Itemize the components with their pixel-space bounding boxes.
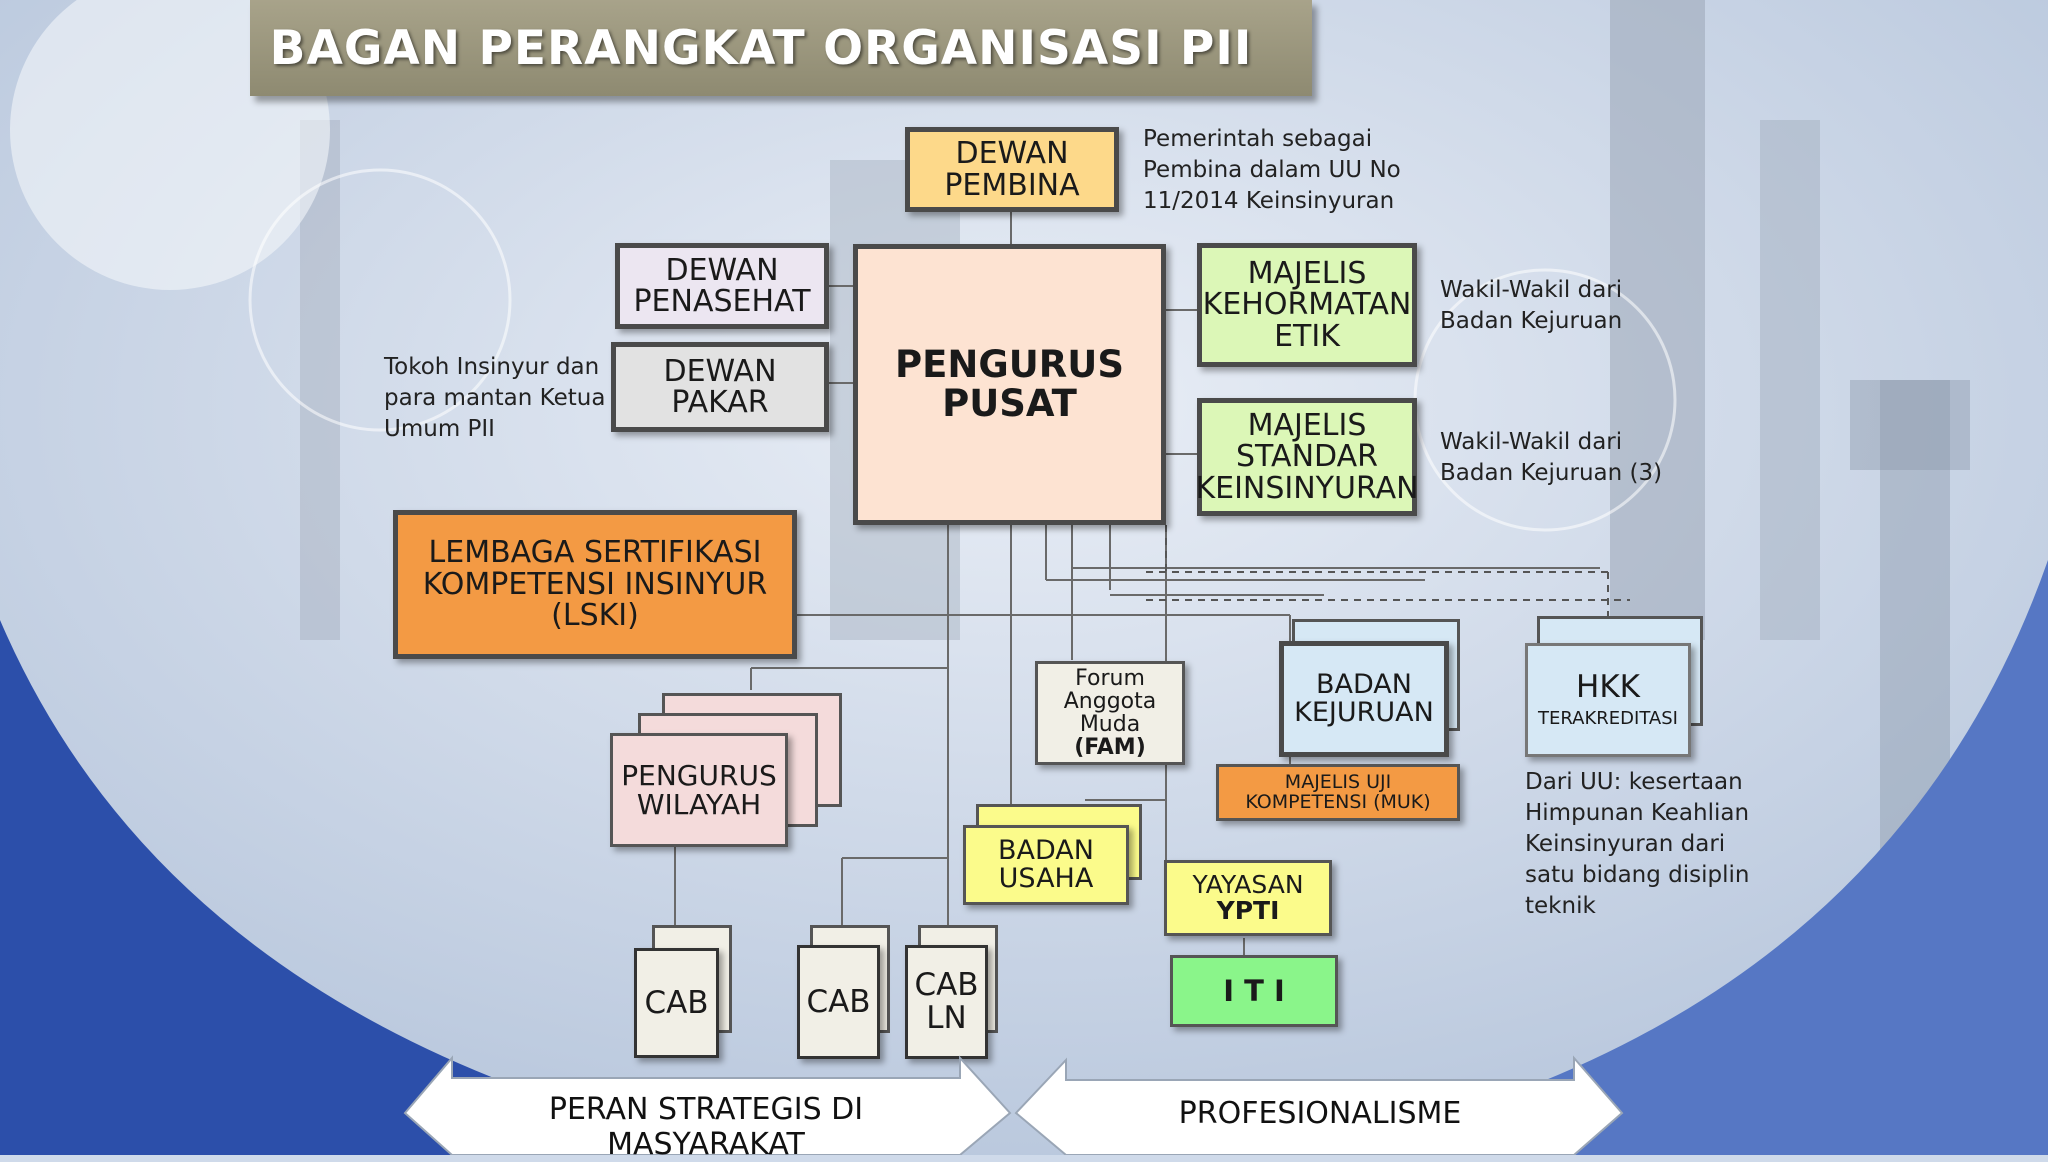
fam-line1: Forum	[1075, 665, 1145, 691]
note-tokoh-line2: para mantan Ketua	[384, 385, 606, 411]
cab1-box: CAB	[634, 948, 719, 1058]
note-pembina: Pemerintah sebagai Pembina dalam UU No 1…	[1143, 124, 1401, 217]
cab1-label: CAB	[644, 984, 709, 1021]
note-hkk-line4: satu bidang disiplin	[1525, 862, 1750, 888]
badan-kejuruan-line2: KEJURUAN	[1294, 697, 1434, 728]
majelis-standar-line1: MAJELIS	[1247, 407, 1367, 443]
dewan-penasehat-box: DEWAN PENASEHAT	[615, 243, 829, 329]
pengurus-pusat-line2: PUSAT	[942, 381, 1077, 425]
badan-kejuruan-line1: BADAN	[1316, 668, 1412, 700]
badan-usaha-line1: BADAN	[998, 834, 1094, 866]
cab-ln-line2: LN	[926, 1000, 967, 1036]
pengurus-wilayah-line2: WILAYAH	[636, 788, 762, 821]
majelis-kehormatan-box: MAJELIS KEHORMATAN ETIK	[1197, 243, 1417, 367]
note-pembina-line1: Pemerintah sebagai	[1143, 126, 1373, 152]
dewan-pakar-line2: PAKAR	[671, 385, 769, 420]
note-standar-line1: Wakil-Wakil dari	[1440, 429, 1623, 455]
note-standar-line2: Badan Kejuruan (3)	[1440, 460, 1663, 486]
note-tokoh-line1: Tokoh Insinyur dan	[384, 354, 600, 380]
majelis-standar-box: MAJELIS STANDAR KEINSINYURAN	[1195, 398, 1419, 516]
note-kehormatan-line1: Wakil-Wakil dari	[1440, 277, 1623, 303]
lski-box: LEMBAGA SERTIFIKASI KOMPETENSI INSINYUR …	[393, 510, 797, 659]
cab2-label: CAB	[806, 983, 871, 1020]
dewan-pakar-box: DEWAN PAKAR	[611, 342, 829, 432]
majelis-kehormatan-line3: ETIK	[1274, 318, 1340, 354]
pengurus-pusat-line1: PENGURUS	[895, 342, 1124, 386]
dewan-pembina-line1: DEWAN	[955, 136, 1069, 171]
pengurus-wilayah-box: PENGURUS WILAYAH	[610, 733, 788, 847]
pengurus-pusat-box: PENGURUS PUSAT	[853, 244, 1166, 525]
note-pembina-line2: Pembina dalam UU No	[1143, 157, 1401, 183]
lski-line1: LEMBAGA SERTIFIKASI	[428, 535, 762, 571]
left-arrow-label: PERAN STRATEGIS DI MASYARAKAT	[548, 1092, 864, 1162]
majelis-standar-line3: KEINSINYURAN	[1195, 470, 1419, 506]
yayasan-line2: YPTI	[1216, 896, 1280, 925]
note-hkk-line1: Dari UU: kesertaan	[1525, 769, 1743, 795]
muk-line2: KOMPETENSI (MUK)	[1245, 790, 1431, 813]
yayasan-ypti-box: YAYASAN YPTI	[1164, 860, 1332, 936]
dewan-pembina-line2: PEMBINA	[944, 167, 1080, 203]
note-pembina-line3: 11/2014 Keinsinyuran	[1143, 188, 1395, 214]
note-hkk-line5: teknik	[1525, 893, 1596, 919]
badan-usaha-box: BADAN USAHA	[963, 825, 1129, 905]
majelis-kehormatan-line1: MAJELIS	[1247, 255, 1367, 291]
cab2-box: CAB	[797, 945, 880, 1059]
note-hkk: Dari UU: kesertaan Himpunan Keahlian Kei…	[1525, 767, 1749, 922]
note-tokoh: Tokoh Insinyur dan para mantan Ketua Umu…	[384, 352, 605, 445]
title-banner: BAGAN PERANGKAT ORGANISASI PII	[250, 0, 1312, 96]
cab-ln-line1: CAB	[914, 967, 979, 1004]
fam-line3: Muda	[1079, 712, 1141, 737]
majelis-kehormatan-line2: KEHORMATAN	[1202, 287, 1412, 323]
fam-line2: Anggota	[1063, 688, 1157, 714]
hkk-box: HKK TERAKREDITASI	[1525, 643, 1691, 757]
hkk-line1: HKK	[1576, 669, 1640, 706]
note-hkk-line2: Himpunan Keahlian	[1525, 800, 1750, 826]
iti-label: I T I	[1223, 973, 1285, 1008]
right-arrow-label: PROFESIONALISME	[1178, 1096, 1462, 1131]
dewan-penasehat-line1: DEWAN	[665, 252, 779, 288]
page-title: BAGAN PERANGKAT ORGANISASI PII	[269, 20, 1253, 76]
lski-line3: (LSKI)	[551, 598, 639, 634]
note-tokoh-line3: Umum PII	[384, 416, 495, 442]
dewan-pakar-line1: DEWAN	[663, 353, 777, 389]
majelis-standar-line2: STANDAR	[1236, 439, 1378, 475]
right-arrow-shape	[1014, 1055, 1624, 1155]
hkk-line2: TERAKREDITASI	[1538, 707, 1678, 729]
left-arrow-shape	[403, 1055, 1012, 1155]
badan-usaha-line2: USAHA	[998, 863, 1094, 894]
lski-line2: KOMPETENSI INSINYUR	[422, 566, 768, 602]
badan-kejuruan-box: BADAN KEJURUAN	[1279, 641, 1449, 757]
dewan-pembina-box: DEWAN PEMBINA	[905, 127, 1119, 212]
fam-box: Forum Anggota Muda (FAM)	[1035, 661, 1185, 765]
fam-line4: (FAM)	[1074, 735, 1146, 761]
note-kehormatan: Wakil-Wakil dari Badan Kejuruan	[1440, 275, 1622, 337]
note-kehormatan-line2: Badan Kejuruan	[1440, 308, 1623, 334]
note-standar: Wakil-Wakil dari Badan Kejuruan (3)	[1440, 427, 1662, 489]
cab-ln-box: CAB LN	[905, 945, 988, 1059]
muk-box: MAJELIS UJI KOMPETENSI (MUK)	[1216, 764, 1460, 821]
muk-line1: MAJELIS UJI	[1284, 770, 1392, 793]
iti-box: I T I	[1170, 955, 1338, 1027]
pengurus-wilayah-line1: PENGURUS	[621, 758, 777, 792]
yayasan-line1: YAYASAN	[1192, 869, 1304, 899]
dewan-penasehat-line2: PENASEHAT	[633, 284, 811, 319]
note-hkk-line3: Keinsinyuran dari	[1525, 831, 1726, 857]
